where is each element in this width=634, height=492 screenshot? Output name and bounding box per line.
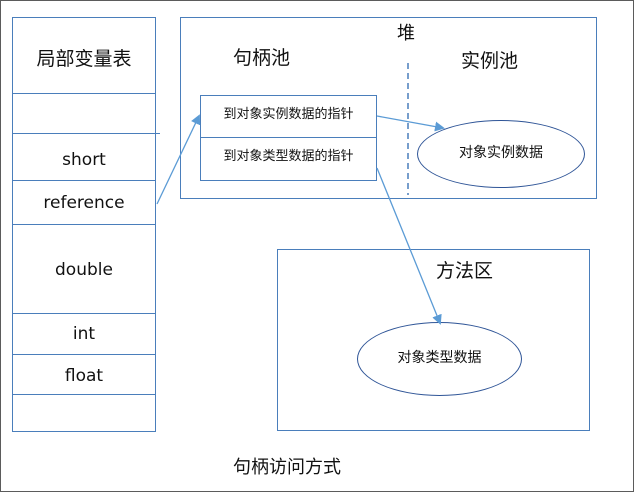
instance-data-label: 对象实例数据 bbox=[459, 145, 543, 161]
variable-row-double: double bbox=[55, 260, 113, 280]
handle-instance-pointer: 到对象实例数据的指针 bbox=[223, 107, 354, 122]
handle-pool-title: 句柄池 bbox=[233, 47, 291, 69]
variable-row-int: int bbox=[72, 324, 96, 344]
diagram-caption: 句柄访问方式 bbox=[233, 457, 341, 478]
instance-pool-title: 实例池 bbox=[461, 50, 519, 72]
handle-pool-entries bbox=[200, 95, 377, 181]
variable-row-float: float bbox=[64, 366, 104, 386]
arrow-handle-to-type-data bbox=[376, 167, 442, 325]
method-area-title: 方法区 bbox=[436, 260, 494, 282]
arrow-reference-to-handle bbox=[156, 114, 201, 205]
table-divider bbox=[12, 224, 156, 225]
table-divider bbox=[12, 394, 156, 395]
table-divider bbox=[12, 93, 156, 94]
heap-label: 堆 bbox=[397, 23, 415, 44]
table-divider bbox=[12, 180, 156, 181]
table-divider bbox=[12, 133, 160, 134]
handle-type-pointer: 到对象类型数据的指针 bbox=[223, 149, 354, 164]
variable-row-short: short bbox=[62, 150, 106, 170]
handle-pool-divider bbox=[200, 137, 377, 138]
type-data-label: 对象类型数据 bbox=[397, 350, 482, 366]
variable-row-reference: reference bbox=[43, 193, 125, 213]
table-divider bbox=[12, 354, 156, 355]
arrow-handle-to-instance-data bbox=[376, 115, 445, 132]
local-variable-table-title: 局部变量表 bbox=[36, 48, 132, 70]
instance-data-ellipse bbox=[417, 120, 585, 188]
table-divider bbox=[12, 313, 156, 314]
